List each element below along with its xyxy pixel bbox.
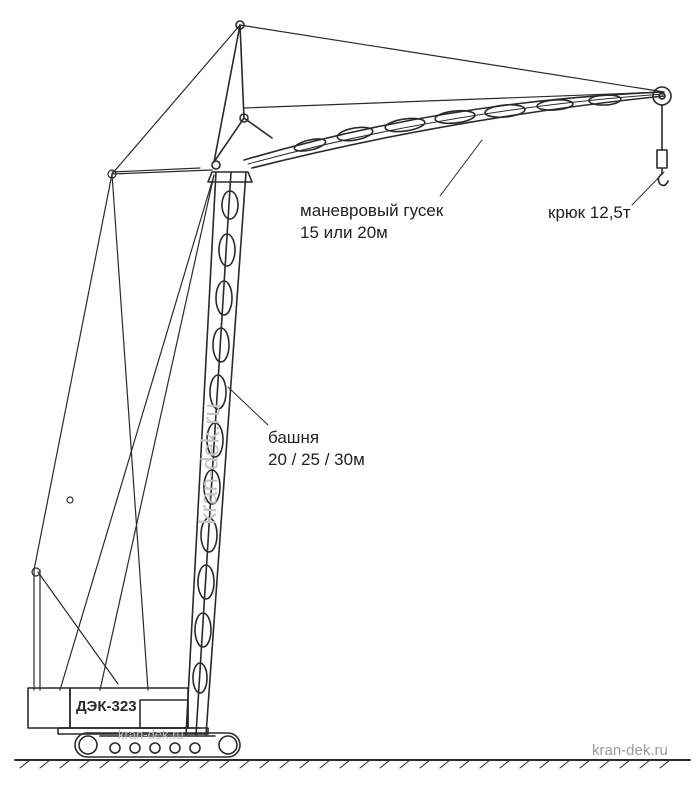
jib-label: маневровый гусек 15 или 20м — [300, 200, 443, 244]
watermark-vertical: kran-dek.ru — [194, 402, 226, 526]
tower-label-line2: 20 / 25 / 30м — [268, 450, 365, 469]
hook-label: крюк 12,5т — [548, 203, 631, 222]
leader-lines — [227, 139, 665, 426]
strut-frame — [211, 20, 273, 170]
tower-label: башня 20 / 25 / 30м — [268, 427, 365, 471]
jib — [243, 91, 665, 169]
crane-body — [27, 687, 209, 735]
rigging-ropes — [31, 24, 665, 691]
jib-label-line2: 15 или 20м — [300, 223, 388, 242]
tower-label-line1: башня — [268, 428, 320, 447]
watermark-corner: kran-dek.ru — [592, 742, 668, 759]
tower — [185, 171, 253, 736]
jib-label-line1: маневровый гусек — [300, 201, 444, 220]
cab-model-label: ДЭК-323 — [76, 698, 137, 715]
crawler-track — [74, 732, 241, 758]
ground — [14, 759, 691, 769]
watermark-base: kran-dek.ru — [118, 727, 184, 742]
hook-block — [652, 86, 672, 187]
